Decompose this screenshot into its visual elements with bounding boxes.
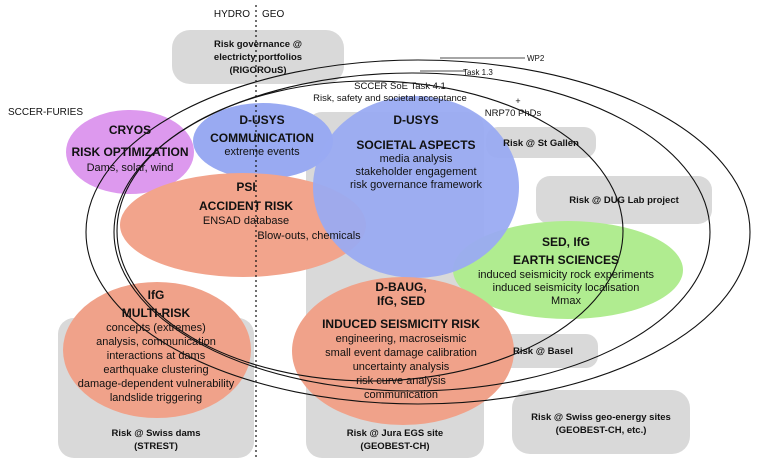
dusys-comm-line: extreme events	[224, 146, 300, 158]
psi-subtitle: ACCIDENT RISK	[199, 199, 293, 213]
dbaug-line-1: engineering, macroseismic	[336, 333, 467, 345]
basel-label: Risk @ Basel	[513, 346, 573, 357]
rigorous-line-3: (RIGOROuS)	[230, 65, 287, 76]
swiss-dams-line-1: Risk @ Swiss dams	[112, 428, 201, 439]
wp2-label: WP2	[527, 54, 545, 63]
bubble-psi	[120, 173, 366, 277]
psi-title: PSI	[236, 180, 255, 194]
soe-title-label: Risk, safety and societal acceptance	[313, 93, 467, 104]
box-basel	[488, 334, 598, 368]
dbaug-line-4: risk curve analysis	[356, 375, 446, 387]
wp2-ellipse	[85, 59, 751, 405]
sed-title: SED, IfG	[542, 235, 590, 249]
st-gallen-label: Risk @ St Gallen	[503, 138, 579, 149]
box-dug-lab	[536, 176, 712, 224]
ifg-title: IfG	[148, 288, 165, 302]
sed-subtitle: EARTH SCIENCES	[513, 253, 619, 267]
task-1-3-ellipse	[113, 72, 711, 392]
dbaug-title: D-BAUG,	[375, 280, 426, 294]
geo-label: GEO	[262, 9, 284, 20]
cryos-title: CRYOS	[109, 123, 151, 137]
sed-line-1: induced seismicity rock experiments	[478, 269, 655, 281]
bubble-dbaug	[292, 277, 514, 425]
bubble-ifg	[63, 282, 251, 418]
dusys-soc-line-1: media analysis	[380, 153, 453, 165]
dusys-soc-line-2: stakeholder engagement	[355, 166, 476, 178]
rigorous-line-1: Risk governance @	[214, 39, 302, 50]
sed-line-2: induced seismicity localisation	[493, 282, 640, 294]
soe-task-label: SCCER SoE Task 4.1	[354, 81, 446, 92]
nrp70-label: NRP70 PhDs	[485, 108, 542, 119]
ifg-subtitle: MULTI-RISK	[122, 306, 191, 320]
dbaug-subtitle: INDUCED SEISMICITY RISK	[322, 317, 480, 331]
swiss-dams-line-2: (STREST)	[134, 441, 178, 452]
task-1-3-label: Task 1.3	[463, 68, 493, 77]
sccer-furies-label: SCCER-FURIES	[8, 107, 83, 118]
box-st-gallen	[486, 127, 596, 158]
ifg-line-6: landslide triggering	[110, 392, 202, 404]
psi-line-2: Blow-outs, chemicals	[257, 230, 361, 242]
dbaug-title-2: IfG, SED	[377, 294, 425, 308]
geo-energy-line-1: Risk @ Swiss geo-energy sites	[531, 412, 671, 423]
dusys-comm-subtitle: COMMUNICATION	[210, 131, 314, 145]
dusys-comm-title: D-USYS	[239, 113, 284, 127]
rigorous-line-2: electricty portfolios	[214, 52, 302, 63]
ifg-line-2: analysis, communication	[96, 336, 216, 348]
ifg-line-4: earthquake clustering	[103, 364, 208, 376]
hydro-label: HYDRO	[214, 9, 250, 20]
bubble-dusys-communication	[193, 103, 333, 179]
box-geo-energy	[512, 390, 690, 454]
sed-line-3: Mmax	[551, 295, 581, 307]
bubble-cryos	[66, 110, 194, 194]
dusys-soc-title: D-USYS	[393, 113, 438, 127]
dusys-soc-line-3: risk governance framework	[350, 179, 483, 191]
ifg-line-5: damage-dependent vulnerability	[78, 378, 235, 390]
geo-energy-line-2: (GEOBEST-CH, etc.)	[556, 425, 647, 436]
plus-label: +	[515, 96, 520, 106]
soe-task-ellipse	[116, 80, 624, 382]
dbaug-line-5: communication	[364, 389, 438, 401]
ifg-line-1: concepts (extremes)	[106, 322, 206, 334]
dug-lab-label: Risk @ DUG Lab project	[569, 195, 679, 206]
psi-line-1: ENSAD database	[203, 215, 289, 227]
jura-line-1: Risk @ Jura EGS site	[347, 428, 443, 439]
bubble-sed-ifg	[453, 221, 683, 319]
jura-line-2: (GEOBEST-CH)	[360, 441, 429, 452]
dusys-soc-subtitle: SOCIETAL ASPECTS	[356, 138, 475, 152]
cryos-line: Dams, solar, wind	[87, 162, 174, 174]
dbaug-line-3: uncertainty analysis	[353, 361, 450, 373]
bubble-dusys-societal	[313, 96, 519, 278]
dbaug-line-2: small event damage calibration	[325, 347, 477, 359]
cryos-subtitle: RISK OPTIMIZATION	[71, 145, 188, 159]
ifg-line-3: interactions at dams	[107, 350, 206, 362]
